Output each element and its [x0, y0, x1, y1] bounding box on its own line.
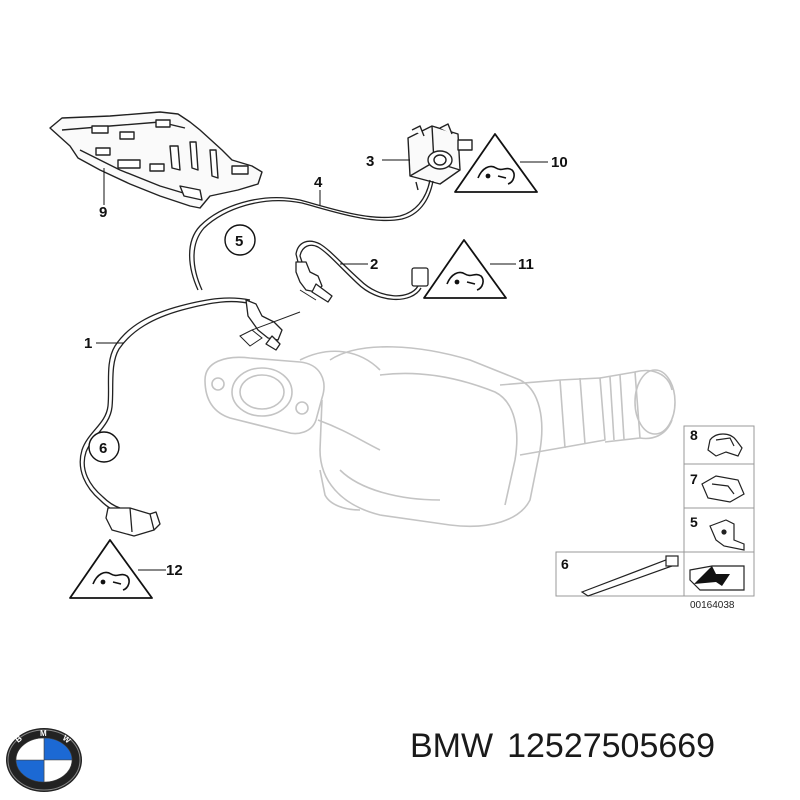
logo-letter-m: M: [40, 729, 47, 738]
clip-part-8: [707, 433, 743, 457]
legend-label-5: 5: [690, 514, 698, 530]
bracket-part-5: [709, 519, 745, 551]
part-number: 12527505669: [507, 727, 716, 765]
callout-circle-5: [224, 224, 256, 256]
warning-triangle-11: [423, 239, 507, 299]
oxygen-sensor-part-2: [295, 240, 429, 303]
logo-roundel: [15, 737, 73, 783]
clip-part-7: [701, 475, 745, 503]
callout-6: 6: [99, 440, 107, 457]
callout-11: 11: [518, 256, 534, 273]
legend-label-6: 6: [561, 556, 569, 572]
small-parts-legend: 8 7 5 6: [555, 425, 755, 597]
oxygen-sensor-part-1: [79, 297, 283, 537]
legend-label-7: 7: [690, 471, 698, 487]
catalytic-converter: [204, 346, 676, 528]
callout-1: 1: [84, 335, 92, 352]
callout-9: 9: [99, 204, 107, 221]
warning-triangle-10: [454, 133, 538, 193]
callout-5: 5: [235, 233, 243, 250]
mounting-guides: [239, 289, 317, 347]
warning-triangle-12: [69, 539, 153, 599]
callout-circle-6: [88, 431, 120, 463]
callout-3: 3: [366, 153, 374, 170]
bmw-logo: B M W: [6, 728, 82, 792]
part-identifier: BMW 12527505669: [410, 716, 729, 776]
control-unit-part-3: [407, 123, 473, 191]
logo-letter-b: B: [14, 734, 24, 745]
callout-2: 2: [370, 256, 378, 273]
cable-tie-part-6: [580, 555, 679, 597]
cable-part-4: [189, 179, 434, 291]
callout-10: 10: [551, 154, 568, 171]
logo-letter-w: W: [61, 733, 73, 745]
callout-12: 12: [166, 562, 183, 579]
legend-label-8: 8: [690, 427, 698, 443]
leader-lines: [96, 159, 548, 571]
brand-name: BMW: [410, 727, 494, 765]
arrow-symbol: [689, 565, 745, 591]
bracket-part-9: [49, 111, 263, 209]
callout-4: 4: [314, 174, 323, 191]
drawing-code: 00164038: [690, 600, 735, 611]
